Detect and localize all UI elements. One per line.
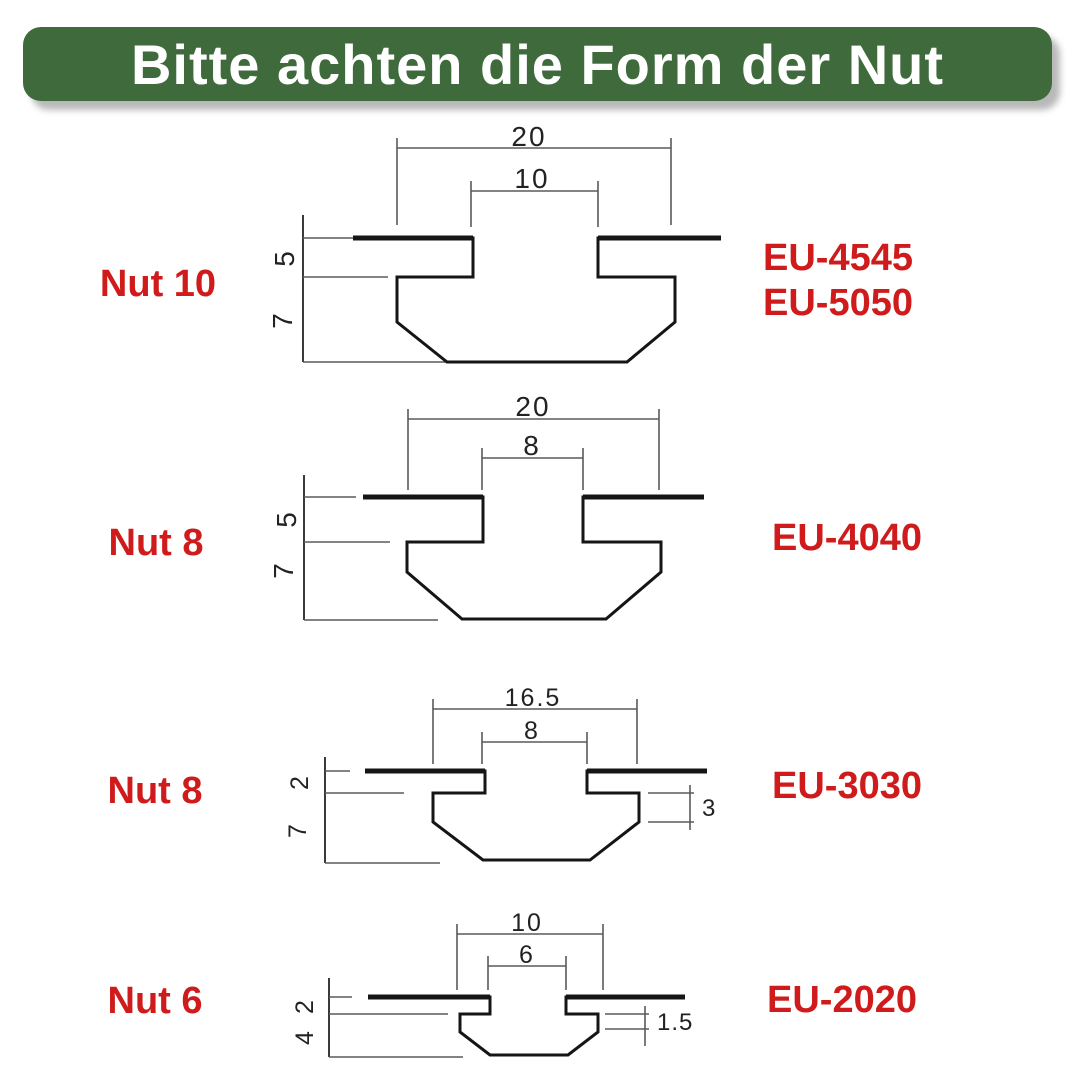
dim-slot-width: 8 — [524, 717, 540, 745]
dim-depth-ticks — [325, 770, 440, 864]
dim-slot-width: 6 — [519, 941, 535, 969]
diagram-nut10: 20 10 5 7 — [267, 121, 721, 364]
header-banner: Bitte achten die Form der Nut — [23, 27, 1052, 101]
diagram-nut6: 10 6 2 4 1.5 — [291, 909, 693, 1058]
nut-size-label-4: Nut 6 — [107, 980, 203, 1022]
profile-outline — [365, 769, 707, 862]
profile-code-eu4040: EU-4040 — [772, 517, 922, 559]
dim-lines-outer — [396, 138, 672, 225]
dim-outer-width: 20 — [511, 121, 546, 152]
nut-size-label-1: Nut 10 — [99, 263, 217, 305]
diagram-nut8-4040: 20 8 5 7 — [268, 391, 704, 621]
dim-slot-width: 8 — [523, 430, 541, 461]
dim-lip-depth: 5 — [271, 510, 302, 528]
profile-outline — [363, 495, 704, 621]
dim-side-depth: 1.5 — [657, 1009, 693, 1036]
dim-cavity-depth: 4 — [291, 1029, 319, 1045]
dim-lines-slot — [487, 956, 567, 990]
profile-code-eu4545: EU-4545 — [763, 237, 913, 279]
header-title: Bitte achten die Form der Nut — [130, 32, 945, 96]
dim-cavity-depth: 7 — [267, 311, 298, 329]
dim-lines-outer — [456, 924, 604, 990]
dim-lines-outer — [432, 699, 638, 764]
dim-lines-slot — [481, 448, 584, 490]
dim-cavity-depth: 7 — [284, 822, 312, 838]
dim-outer-width: 10 — [511, 909, 543, 937]
dim-outer-width: 20 — [515, 391, 550, 422]
profile-code-eu2020: EU-2020 — [767, 979, 917, 1021]
profile-code-eu3030: EU-3030 — [772, 765, 922, 807]
dim-side-bracket — [648, 785, 694, 830]
dim-depth-ticks — [329, 996, 463, 1058]
dim-lip-depth: 2 — [291, 998, 319, 1014]
dim-lip-depth: 5 — [269, 249, 300, 267]
dim-depth-ticks — [303, 237, 450, 363]
dim-side-bracket — [605, 1006, 649, 1046]
dim-slot-width: 10 — [514, 163, 549, 194]
dim-lip-depth: 2 — [286, 774, 314, 790]
dim-side-depth: 3 — [702, 795, 716, 822]
dim-lines-outer — [407, 409, 660, 490]
dim-lines-slot — [481, 732, 588, 764]
dim-lines-slot — [470, 181, 599, 227]
profile-outline — [353, 236, 721, 364]
profile-code-eu5050: EU-5050 — [763, 282, 913, 324]
dim-depth-ticks — [304, 496, 438, 621]
profile-outline — [368, 995, 685, 1057]
nut-size-label-3: Nut 8 — [107, 770, 203, 812]
dim-cavity-depth: 7 — [268, 561, 299, 579]
nut-size-label-2: Nut 8 — [108, 522, 204, 564]
diagram-nut8-3030: 16.5 8 2 7 3 — [284, 684, 716, 864]
dim-outer-width: 16.5 — [505, 684, 562, 712]
